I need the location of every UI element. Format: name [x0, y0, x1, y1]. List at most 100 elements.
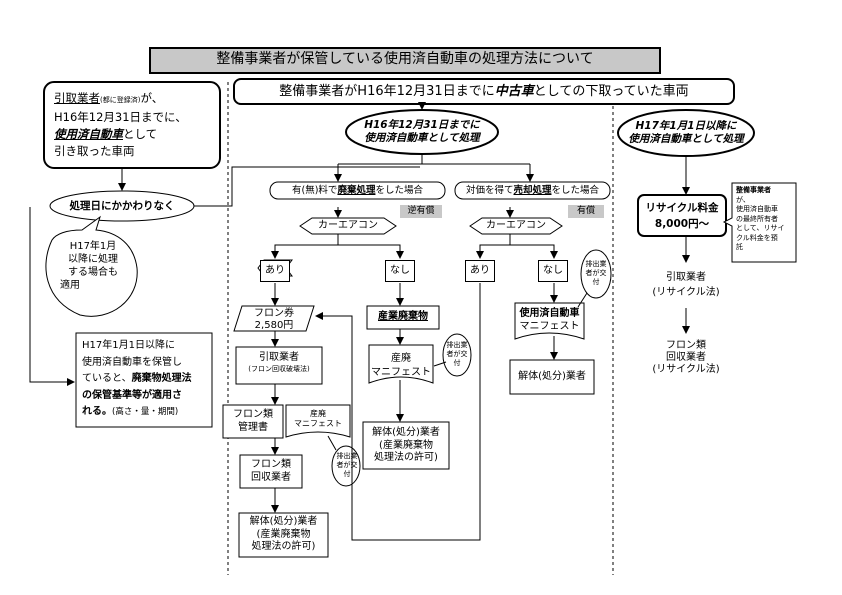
issuer-line: 付: [453, 359, 461, 367]
right-freon-line: (リサイクル法): [652, 364, 720, 375]
left-box-ga: が、: [140, 91, 164, 105]
kaitai2-line: (産業廃棄物: [379, 439, 433, 451]
branch-sale: 対価を得て売却処理をした場合: [455, 185, 610, 197]
branch-sale-post: をした場合: [551, 185, 600, 196]
aircon-left: カーエアコン: [318, 220, 378, 231]
issuer-callout-1: 排出業 者が交 付: [334, 452, 360, 479]
left-note: H17年1月1日以降に 使用済自動車を保管し ていると、廃棄物処理法 の保管基準…: [82, 338, 192, 421]
right-oval-line: H17年1月1日以降に: [635, 120, 737, 132]
vehicle-manifest-line: マニフェスト: [519, 321, 580, 332]
left-callout-line: する場合も: [68, 267, 118, 278]
left-callout: H17年1月 以降に処理 する場合も 適用: [54, 240, 132, 292]
sanpai-small-line: 産廃: [310, 409, 326, 418]
hikitori-sub: (フロン回収破壊法): [248, 364, 310, 373]
hikitori-box: 引取業者 (フロン回収破壊法): [236, 352, 322, 373]
branch-disposal-post: をした場合: [375, 185, 423, 196]
branch-sale-em: 売却処理: [513, 185, 552, 196]
freon-kanri-line: フロン類: [233, 409, 273, 420]
freon-ticket-price: 2,580円: [254, 320, 294, 331]
left-box-registered: (都に登録済): [100, 96, 141, 104]
right-hikitori-line: (リサイクル法): [652, 287, 720, 298]
kaitai1-line: (産業廃棄物: [256, 528, 311, 540]
right-oval-line: 使用済自動車として処理: [628, 133, 744, 145]
no-box-left: なし: [385, 260, 415, 282]
tag-reverse-payment: 逆有償: [400, 205, 442, 218]
industrial-waste: 産業廃棄物: [378, 311, 428, 322]
right-callout: 整備事業者 が、 使用済自動車 の最終所有者 として、リサイ クル料金を預 託: [736, 186, 784, 253]
vehicle-manifest: 使用済自動車 マニフェスト: [515, 307, 584, 333]
left-oval-label: 処理日にかかわりなく: [69, 200, 175, 212]
issuer-line: 者が交: [446, 350, 468, 358]
issuer-callout-3: 排出業 者が交 付: [582, 260, 610, 287]
center-oval-label: H16年12月31日までに 使用済自動車として処理: [346, 119, 498, 145]
freon-ticket: フロン券 2,580円: [238, 308, 310, 332]
tag-paid: 有償: [568, 205, 604, 218]
right-callout-line: クル料金を預: [736, 233, 778, 242]
kaitai-box-1: 解体(処分)業者 (産業廃棄物 処理法の許可): [239, 516, 328, 554]
center-header-emphasis: 中古車: [494, 84, 534, 99]
diagram-title: 整備事業者が保管している使用済自動車の処理方法について: [216, 51, 594, 67]
kaitai1-line: 処理法の許可): [251, 541, 316, 552]
right-callout-line: が、: [736, 195, 750, 204]
freon-kanri-line: 管理書: [238, 421, 268, 433]
left-note-law: 廃棄物処理法: [131, 373, 192, 384]
right-callout-line: の最終所有者: [736, 214, 778, 223]
kaitai-box-2: 解体(処分)業者 (産業廃棄物 処理法の許可): [363, 427, 449, 465]
freon-kaishu-line: フロン類: [251, 459, 291, 470]
right-freon-line: フロン類: [666, 340, 706, 351]
left-source-box: 引取業者(都に登録済)が、 H16年12月31日までに、 使用済自動車として 引…: [54, 90, 187, 160]
left-box-toshite: として: [123, 127, 158, 141]
issuer-line: 付: [343, 470, 351, 478]
left-callout-line: H17年1月: [69, 241, 117, 252]
freon-kaishu-line: 回収業者: [251, 471, 291, 483]
hikitori-label: 引取業者: [259, 352, 299, 363]
left-box-hikitori: 引取業者: [54, 91, 100, 105]
issuer-line: 排出業: [446, 341, 468, 349]
right-callout-line: 使用済自動車: [736, 205, 778, 213]
yes-box-left: あり: [260, 260, 290, 282]
center-oval-line: 使用済自動車として処理: [364, 132, 480, 144]
sanpai-manifest-small: 産廃 マニフェスト: [286, 409, 350, 429]
branch-sale-pre: 対価を得て: [465, 185, 514, 196]
issuer-line: 排出業: [336, 452, 358, 460]
kaitai-box-3: 解体(処分)業者: [518, 371, 586, 382]
yes-box-right: あり: [465, 260, 495, 282]
sanpai-small-line: マニフェスト: [294, 419, 342, 428]
no-box-right: なし: [538, 260, 568, 282]
sanpai-line: 産廃: [391, 353, 411, 364]
freon-ticket-line: フロン券: [254, 308, 294, 319]
center-header-pre: 整備事業者がH16年12月31日までに: [279, 84, 495, 99]
issuer-line: 排出業: [585, 260, 607, 268]
right-oval-label: H17年1月1日以降に 使用済自動車として処理: [618, 120, 754, 146]
aircon-right: カーエアコン: [486, 220, 546, 231]
kaitai1-line: 解体(処分)業者: [249, 516, 318, 527]
center-header: 整備事業者がH16年12月31日までに中古車としての下取っていた車両: [234, 84, 734, 100]
vehicle-manifest-line: 使用済自動車: [519, 308, 580, 319]
left-box-date: H16年12月31日までに、: [54, 110, 187, 124]
left-note-line: れる。: [82, 406, 112, 417]
left-note-line: の保管基準等が適用さ: [82, 389, 182, 401]
freon-kaishu-box: フロン類 回収業者: [240, 459, 302, 484]
branch-disposal-em: 廃棄処理: [337, 185, 376, 196]
recycle-fee-amount: 8,000円〜: [654, 218, 710, 230]
right-callout-line: として、リサイ: [736, 224, 785, 232]
sanpai-manifest: 産廃 マニフェスト: [369, 352, 433, 380]
right-freon: フロン類 回収業者 (リサイクル法): [642, 340, 730, 376]
left-note-line: 使用済自動車を保管し: [82, 356, 182, 368]
left-note-criteria: (高さ・量・期間): [112, 407, 179, 417]
issuer-line: 者が交: [585, 269, 607, 277]
right-freon-line: 回収業者: [666, 352, 706, 363]
issuer-callout-2: 排出業 者が交 付: [444, 341, 470, 368]
branch-disposal: 有(無)料で廃棄処理をした場合: [270, 185, 445, 197]
issuer-line: 者が交: [336, 461, 358, 469]
left-box-used-car: 使用済自動車: [54, 127, 123, 141]
freon-kanri-box: フロン類 管理書: [223, 409, 283, 434]
left-box-vehicle: 引き取った車両: [54, 144, 135, 158]
right-hikitori: 引取業者 (リサイクル法): [642, 270, 730, 300]
center-header-post: としての下取っていた車両: [533, 84, 689, 99]
left-note-line: H17年1月1日以降に: [82, 340, 175, 351]
right-hikitori-line: 引取業者: [666, 272, 706, 283]
right-callout-line: 託: [736, 243, 743, 251]
left-note-line: ていると、: [82, 373, 132, 384]
